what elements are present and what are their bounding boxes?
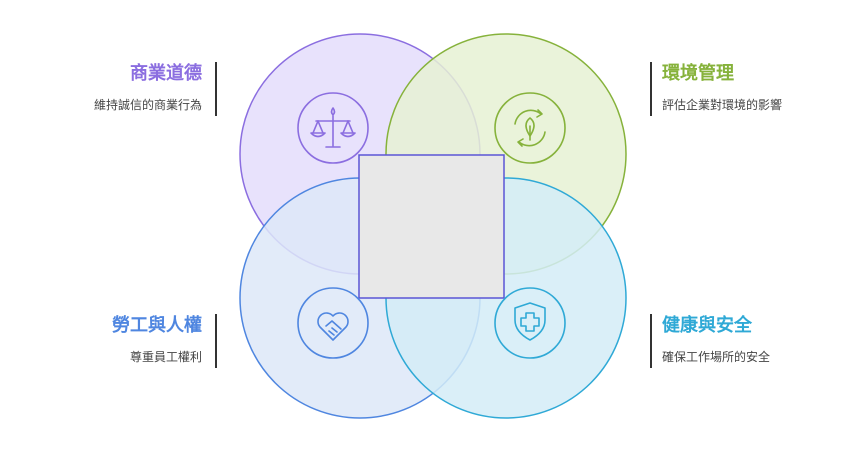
heart-handshake-icon [297, 287, 369, 359]
label-top-right: 環境管理 評估企業對環境的影響 [662, 62, 782, 114]
desc-health-safety: 確保工作場所的安全 [662, 350, 771, 364]
center-square [358, 154, 505, 299]
title-environmental-management: 環境管理 [662, 63, 734, 84]
desc-environmental-management: 評估企業對環境的影響 [662, 98, 783, 112]
divider-bottom-right [650, 314, 652, 368]
label-bottom-left: 勞工與人權 尊重員工權利 [112, 314, 202, 366]
desc-labor-rights: 尊重員工權利 [129, 350, 202, 364]
scale-icon [297, 92, 369, 164]
divider-bottom-left [215, 314, 217, 368]
divider-top-left [215, 62, 217, 116]
desc-business-ethics: 維持誠信的商業行為 [93, 98, 202, 112]
recycle-leaf-icon [494, 92, 566, 164]
label-top-left: 商業道德 維持誠信的商業行為 [94, 62, 202, 114]
shield-cross-icon [494, 287, 566, 359]
title-health-safety: 健康與安全 [662, 315, 752, 336]
label-bottom-right: 健康與安全 確保工作場所的安全 [662, 314, 770, 366]
title-business-ethics: 商業道德 [130, 63, 202, 84]
title-labor-rights: 勞工與人權 [112, 315, 202, 336]
divider-top-right [650, 62, 652, 116]
